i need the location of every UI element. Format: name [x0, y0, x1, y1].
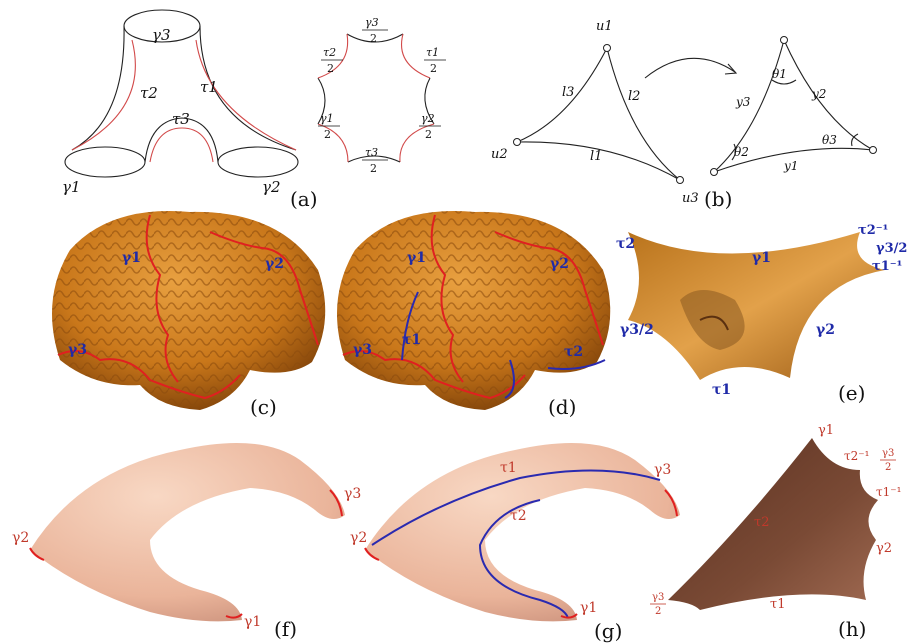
label-h-tau2: τ2	[754, 515, 769, 530]
panel-d-brain	[337, 211, 610, 410]
label-h-tau1: τ1	[770, 597, 785, 612]
caption-f: (f)	[274, 617, 297, 641]
panel-f-surface	[30, 443, 345, 621]
label-e-gamma1: γ1	[752, 250, 771, 266]
label-e-tau1-inv: τ1⁻¹	[872, 259, 902, 274]
panel-g-surface	[365, 443, 680, 621]
label-c-gamma3: γ3	[68, 342, 87, 358]
label-b-y1: y1	[783, 159, 798, 173]
label-b-u2: u2	[491, 147, 508, 162]
hex-top-den: 2	[370, 32, 377, 45]
hex-br-den: 2	[425, 128, 432, 141]
label-d-tau2: τ2	[564, 344, 583, 360]
label-f-gamma3: γ3	[344, 486, 361, 502]
caption-d: (d)	[548, 395, 576, 419]
label-c-gamma1: γ1	[122, 250, 141, 266]
label-b-y2: y2	[811, 87, 826, 101]
hex-bl-num: γ1	[320, 112, 334, 125]
panel-h-flat-map	[668, 438, 878, 610]
label-e-gamma2: γ2	[816, 322, 835, 338]
label-a-tau2: τ2	[140, 84, 158, 102]
hex-top-num: γ3	[365, 16, 379, 29]
label-b-theta1: θ1	[772, 67, 787, 81]
label-b-u3: u3	[682, 191, 699, 206]
label-e-gamma3-half-right: γ3/2	[876, 241, 907, 256]
label-e-tau1: τ1	[712, 382, 731, 398]
label-e-tau2: τ2	[616, 236, 635, 252]
label-e-gamma3-half-left: γ3/2	[620, 322, 654, 338]
hex-tr-den: 2	[430, 62, 437, 75]
label-a-gamma2: γ2	[262, 178, 281, 196]
label-g-gamma1: γ1	[580, 600, 597, 616]
label-a-gamma1: γ1	[62, 178, 81, 196]
label-h-gamma3-num: γ3	[882, 448, 894, 459]
caption-a: (a)	[290, 187, 318, 211]
label-b-theta3: θ3	[822, 133, 837, 147]
hex-tr-num: τ1	[426, 46, 439, 59]
hex-tl-num: τ2	[323, 46, 336, 59]
label-e-tau2-inv: τ2⁻¹	[858, 223, 888, 238]
label-h-tau2-inv: τ2⁻¹	[844, 449, 869, 463]
caption-b: (b)	[704, 187, 732, 211]
caption-g: (g)	[594, 619, 622, 643]
label-f-gamma2: γ2	[12, 530, 29, 546]
panel-b-arrow	[645, 58, 736, 78]
label-h-gamma2: γ2	[876, 541, 892, 556]
hex-labels: γ3 2 τ2 2 τ1 2 γ1 2 γ2 2 τ3 2	[318, 16, 446, 175]
label-g-gamma3: γ3	[654, 462, 671, 478]
hex-br-num: γ2	[421, 112, 435, 125]
label-b-l1: l1	[590, 149, 602, 164]
hex-bot-num: τ3	[365, 146, 378, 159]
label-h-gamma3b-num: γ3	[652, 592, 664, 603]
hex-tl-den: 2	[327, 62, 334, 75]
caption-c: (c)	[250, 395, 277, 419]
label-c-gamma2: γ2	[265, 256, 284, 272]
caption-h: (h)	[838, 617, 867, 641]
caption-e: (e)	[838, 381, 865, 405]
label-d-gamma1: γ1	[407, 250, 426, 266]
label-a-tau3: τ3	[172, 110, 190, 128]
label-d-tau1: τ1	[402, 332, 421, 348]
label-b-y3: y3	[735, 95, 751, 109]
label-g-tau2: τ2	[510, 508, 527, 524]
label-h-gamma3b-den: 2	[655, 606, 661, 617]
label-f-gamma1: γ1	[244, 614, 261, 630]
label-g-gamma2: γ2	[350, 530, 367, 546]
label-b-l3: l3	[562, 85, 574, 100]
label-h-gamma1: γ1	[818, 423, 834, 438]
label-h-gamma3-den: 2	[885, 462, 891, 473]
label-d-gamma3: γ3	[353, 342, 372, 358]
label-b-theta2: θ2	[734, 145, 749, 159]
hex-bot-den: 2	[370, 162, 377, 175]
label-h-tau1-inv: τ1⁻¹	[876, 485, 901, 499]
label-a-gamma3: γ3	[152, 26, 171, 44]
label-b-l2: l2	[628, 89, 640, 104]
label-a-tau1: τ1	[200, 78, 218, 96]
label-b-u1: u1	[596, 19, 613, 34]
label-g-tau1: τ1	[500, 460, 517, 476]
hex-bl-den: 2	[324, 128, 331, 141]
panel-a-pants	[65, 10, 298, 177]
label-d-gamma2: γ2	[550, 256, 569, 272]
panel-c-brain	[52, 211, 325, 410]
